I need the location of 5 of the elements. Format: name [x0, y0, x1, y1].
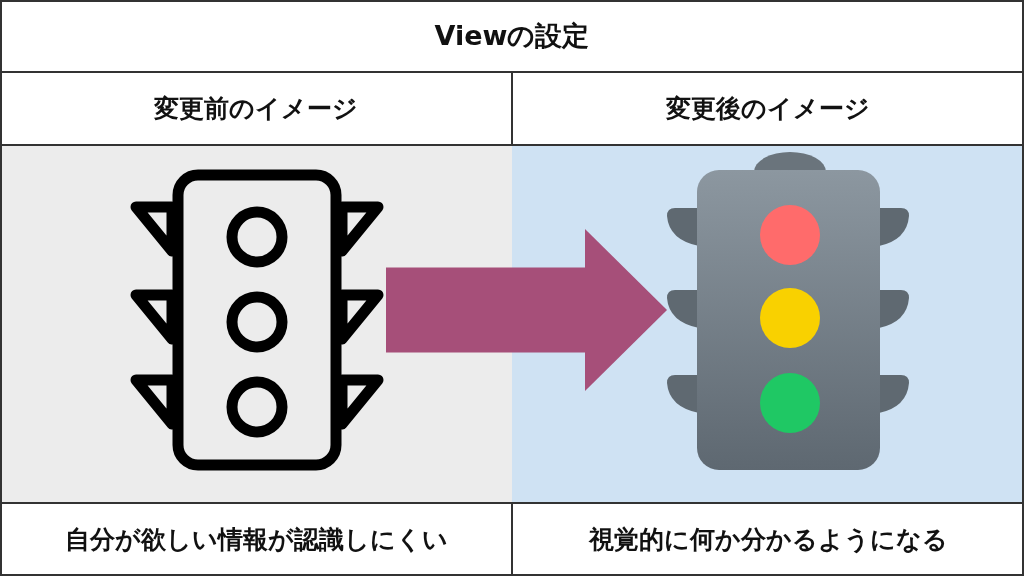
column-header: 変更後のイメージ — [666, 92, 870, 125]
description-text: 自分が欲しい情報が認識しにくい — [64, 523, 448, 556]
description-text: 視覚的に何か分かるようになる — [588, 523, 948, 556]
column-header: 変更前のイメージ — [154, 92, 358, 125]
title: Viewの設定 — [434, 18, 590, 53]
